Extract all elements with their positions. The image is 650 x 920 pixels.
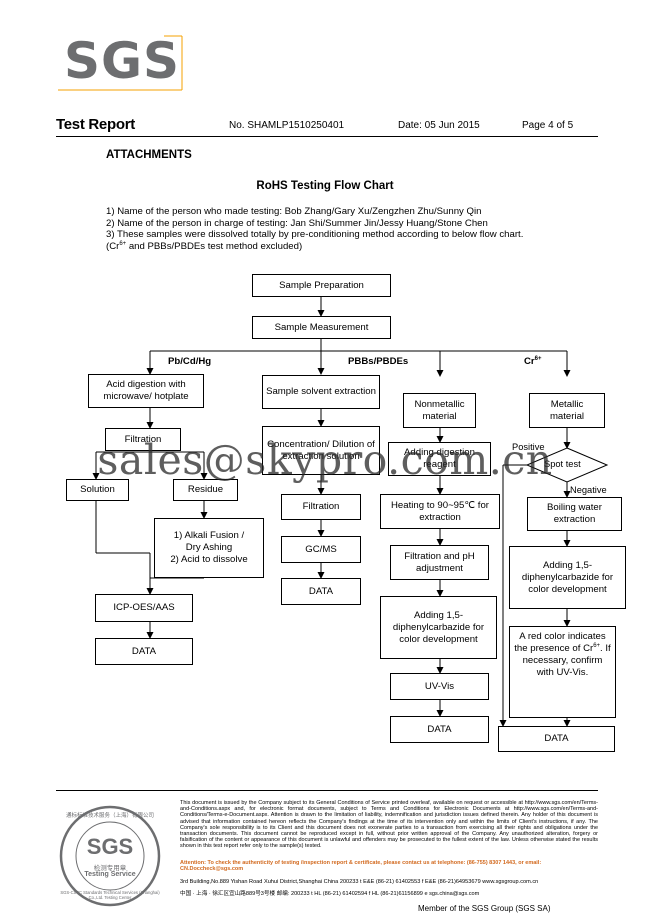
report-title: Test Report <box>56 116 135 133</box>
note-line-1: 1) Name of the person who made testing: … <box>106 206 482 217</box>
footer-divider <box>56 790 598 791</box>
filtration-mid-box: Filtration <box>281 494 361 520</box>
sample-measurement-box: Sample Measurement <box>252 316 391 339</box>
branch-label-cr: Cr6+ <box>524 355 542 367</box>
header-divider <box>56 136 598 137</box>
negative-label: Negative <box>570 485 607 495</box>
metallic-box: Metallic material <box>529 393 605 428</box>
seal-top-text: 通标标准技术服务（上海）有限公司 <box>65 813 154 819</box>
icp-box: ICP-OES/AAS <box>95 594 193 622</box>
report-date: Date: 05 Jun 2015 <box>398 120 480 131</box>
member-line: Member of the SGS Group (SGS SA) <box>418 904 551 913</box>
filtration-ph-box: Filtration and pH adjustment <box>390 545 489 580</box>
sgs-logo: SGS <box>56 30 188 92</box>
boiling-water-box: Boiling water extraction <box>527 497 622 531</box>
spot-test-label: Spot test <box>544 459 581 469</box>
alkali-line-2: Dry Ashing <box>185 542 233 553</box>
data-cr-left-box: DATA <box>390 716 489 743</box>
disclaimer-text: This document is issued by the Company s… <box>180 800 598 850</box>
attention-text: Attention: To check the authenticity of … <box>180 860 542 873</box>
branch-label-metals: Pb/Cd/Hg <box>168 356 212 367</box>
note-line-3: 3) These samples were dissolved totally … <box>106 229 524 241</box>
adding-dpc-left-box: Adding 1,5-diphenylcarbazide for color d… <box>380 596 497 659</box>
residue-box: Residue <box>173 479 238 501</box>
logo-frame-icon <box>58 35 183 91</box>
seal-logo-text: SGS <box>86 834 134 859</box>
section-heading: ATTACHMENTS <box>106 149 192 161</box>
sgs-logo-text: SGS <box>63 32 181 90</box>
adding-dpc-right-box: Adding 1,5-diphenylcarbazide for color d… <box>509 546 626 609</box>
filtration-left-box: Filtration <box>105 428 181 451</box>
sample-preparation-box: Sample Preparation <box>252 274 391 297</box>
testing-notes: 1) Name of the person who made testing: … <box>106 206 523 252</box>
address-english: 3rd Building,No.889 Yishan Road Xuhui Di… <box>180 879 539 885</box>
gcms-box: GC/MS <box>281 536 361 563</box>
acid-digestion-box: Acid digestion with microwave/ hotplate <box>88 374 204 408</box>
seal-cn-text: 检测专用章 <box>93 865 127 872</box>
data-left-box: DATA <box>95 638 193 665</box>
note-line-4: (Cr6+ and PBBs/PBDEs test method exclude… <box>106 240 303 252</box>
data-mid-box: DATA <box>281 578 361 605</box>
alkali-line-3: 2) Acid to dissolve <box>170 554 248 565</box>
concentration-box: Concentration/ Dilution of extraction so… <box>262 426 380 475</box>
seal-circle-icon <box>59 805 161 907</box>
nonmetallic-box: Nonmetallic material <box>403 393 476 428</box>
report-number: No. SHAMLP1510250401 <box>229 120 345 131</box>
solvent-extraction-box: Sample solvent extraction <box>262 375 380 409</box>
company-seal: 通标标准技术服务（上海）有限公司 SGS 检测专用章 Testing Servi… <box>58 804 162 908</box>
seal-bottom-text: SGS-CSTC Standards Technical Services (S… <box>60 890 160 900</box>
solution-box: Solution <box>66 479 129 501</box>
uvvis-box: UV-Vis <box>390 673 489 700</box>
address-chinese: 中国 · 上海 · 徐汇区宜山路889号3号楼 邮编: 200233 t HL … <box>180 891 480 897</box>
alkali-fusion-box: 1) Alkali Fusion / Dry Ashing 2) Acid to… <box>154 518 264 578</box>
data-cr-right-box: DATA <box>498 726 615 752</box>
alkali-line-1: 1) Alkali Fusion / <box>173 530 245 541</box>
flowchart-title: RoHS Testing Flow Chart <box>256 180 394 192</box>
adding-digestion-box: Adding digestion reagent <box>388 442 491 476</box>
red-color-box: A red color indicates the presence of Cr… <box>509 626 616 718</box>
note-line-2: 2) Name of the person in charge of testi… <box>106 217 488 229</box>
seal-en-text: Testing Service <box>84 871 136 878</box>
branch-label-pbb: PBBs/PBDEs <box>348 356 409 367</box>
flowchart-connectors <box>92 297 609 727</box>
positive-label: Positive <box>512 442 545 452</box>
heating-box: Heating to 90~95℃ for extraction <box>380 494 500 529</box>
page-number: Page 4 of 5 <box>522 120 574 131</box>
